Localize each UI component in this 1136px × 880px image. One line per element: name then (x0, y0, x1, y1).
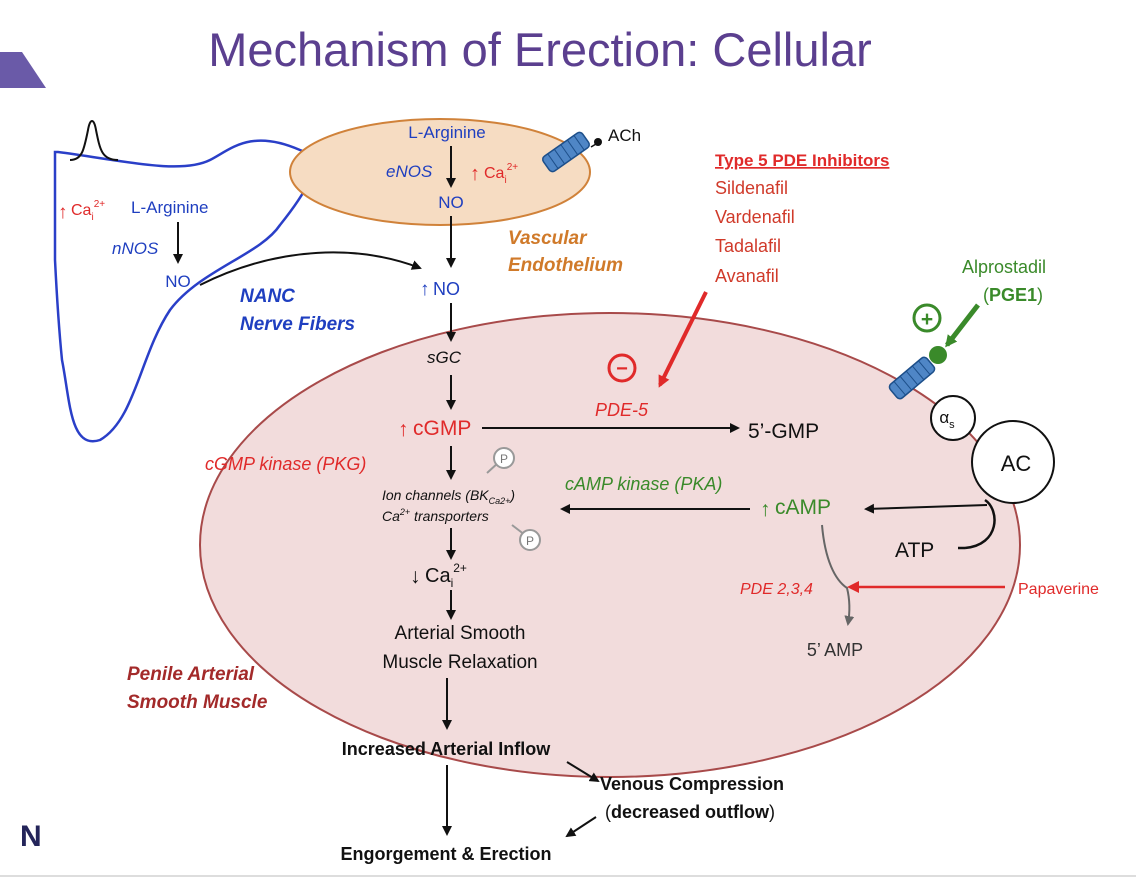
pkg-label: cGMP kinase (PKG) (205, 454, 366, 474)
svg-text:−: − (616, 358, 628, 380)
phospho-icon-1 (493, 447, 515, 469)
amp-label: 5’ AMP (807, 640, 863, 660)
alprostadil-label: Alprostadil (962, 257, 1046, 277)
no-up-arrow: ↑ (420, 279, 430, 300)
atp-label: ATP (895, 539, 934, 562)
nanc-label: NANC (240, 286, 295, 307)
increased-inflow-label: Increased Arterial Inflow (342, 739, 551, 759)
drug-vardenafil: Vardenafil (715, 207, 795, 227)
ion-channels-label: Ion channels (BKCa2+) (382, 487, 515, 506)
engorgement-label: Engorgement & Erection (340, 844, 551, 864)
drug-sildenafil: Sildenafil (715, 178, 788, 198)
camp-label: cAMP (775, 496, 831, 519)
nerve-no-diffusion-arrow (199, 251, 422, 286)
intracellular-ca-label: Cai2+ (425, 561, 467, 590)
ach-label: ACh (608, 126, 641, 145)
slide-title: Mechanism of Erection: Cellular (208, 23, 872, 76)
nerve-ca-label: Cai2+ (71, 199, 105, 223)
stimulation-plus-icon (912, 303, 942, 333)
papaverine-label: Papaverine (1018, 581, 1099, 598)
gmp-label: 5’-GMP (748, 420, 819, 443)
atp-to-camp-arrow (864, 503, 988, 514)
endothelium-ca-up-arrow: ↑ (470, 163, 480, 185)
title-accent-shape (0, 52, 46, 88)
ach-receptor-icon (541, 131, 591, 173)
pde5-inhibitors-heading: Type 5 PDE Inhibitors (715, 151, 889, 170)
cgmp-label: cGMP (413, 417, 471, 440)
relaxation-line1: Arterial Smooth (395, 623, 526, 644)
svg-text:P: P (526, 534, 534, 548)
vascular-label: Vascular (508, 228, 588, 249)
action-potential-icon (69, 120, 119, 161)
pde5-inhibition-arrow (658, 291, 708, 388)
svg-text:P: P (500, 452, 508, 466)
nerve-no-label: NO (165, 272, 191, 291)
penile-arterial-label: Penile Arterial (127, 664, 255, 685)
alprostadil-arrow (945, 303, 980, 348)
ac-label: AC (1001, 451, 1032, 476)
vascular-endothelium-cell (289, 118, 591, 226)
pka-label: cAMP kinase (PKA) (565, 474, 722, 494)
smooth-muscle-cell (199, 312, 1021, 778)
nerve-ca-up-arrow: ↑ (58, 202, 68, 223)
pge1-receptor-icon (888, 356, 936, 400)
ca-transporters-label: Ca2+ transporters (382, 507, 489, 524)
nerve-l-arginine: L-Arginine (131, 198, 209, 217)
pde5-label: PDE-5 (595, 400, 649, 420)
alpha-s-protein (930, 395, 976, 441)
camp-up-arrow: ↑ (760, 498, 771, 521)
alpha-s-label: αs (939, 408, 955, 431)
smooth-muscle-label: Smooth Muscle (127, 692, 268, 713)
ac-to-atp-curve (964, 498, 996, 550)
enos-label: eNOS (386, 162, 433, 181)
nerve-fibers-label: Nerve Fibers (240, 314, 355, 335)
pge1-molecule-icon (929, 346, 947, 364)
venous-compression-label: Venous Compression (600, 774, 784, 794)
inhibition-minus-icon (607, 353, 637, 383)
pge1-label: (PGE1) (983, 285, 1043, 305)
endothelium-l-arginine: L-Arginine (408, 123, 486, 142)
endothelium-no-label: NO (438, 193, 464, 212)
sgc-label: sGC (427, 348, 462, 367)
cgmp-up-arrow: ↑ (398, 418, 409, 441)
pde234-label: PDE 2,3,4 (740, 581, 813, 598)
svg-text:+: + (921, 308, 933, 331)
adenylate-cyclase (971, 420, 1055, 504)
decreased-outflow-label: (decreased outflow) (605, 802, 775, 822)
endothelium-ca-label: Cai2+ (484, 162, 518, 186)
no-increase-label: NO (433, 279, 460, 299)
nanc-nerve-fiber (53, 139, 314, 443)
endothelium-label: Endothelium (508, 255, 623, 276)
camp-to-amp-arrow (821, 524, 855, 626)
ca-down-arrow: ↓ (410, 565, 421, 588)
brand-logo: N (20, 820, 42, 853)
drug-avanafil: Avanafil (715, 266, 779, 286)
phospho-icon-2 (519, 529, 541, 551)
nnos-label: nNOS (112, 239, 159, 258)
relaxation-line2: Muscle Relaxation (382, 652, 537, 673)
drug-tadalafil: Tadalafil (715, 236, 781, 256)
